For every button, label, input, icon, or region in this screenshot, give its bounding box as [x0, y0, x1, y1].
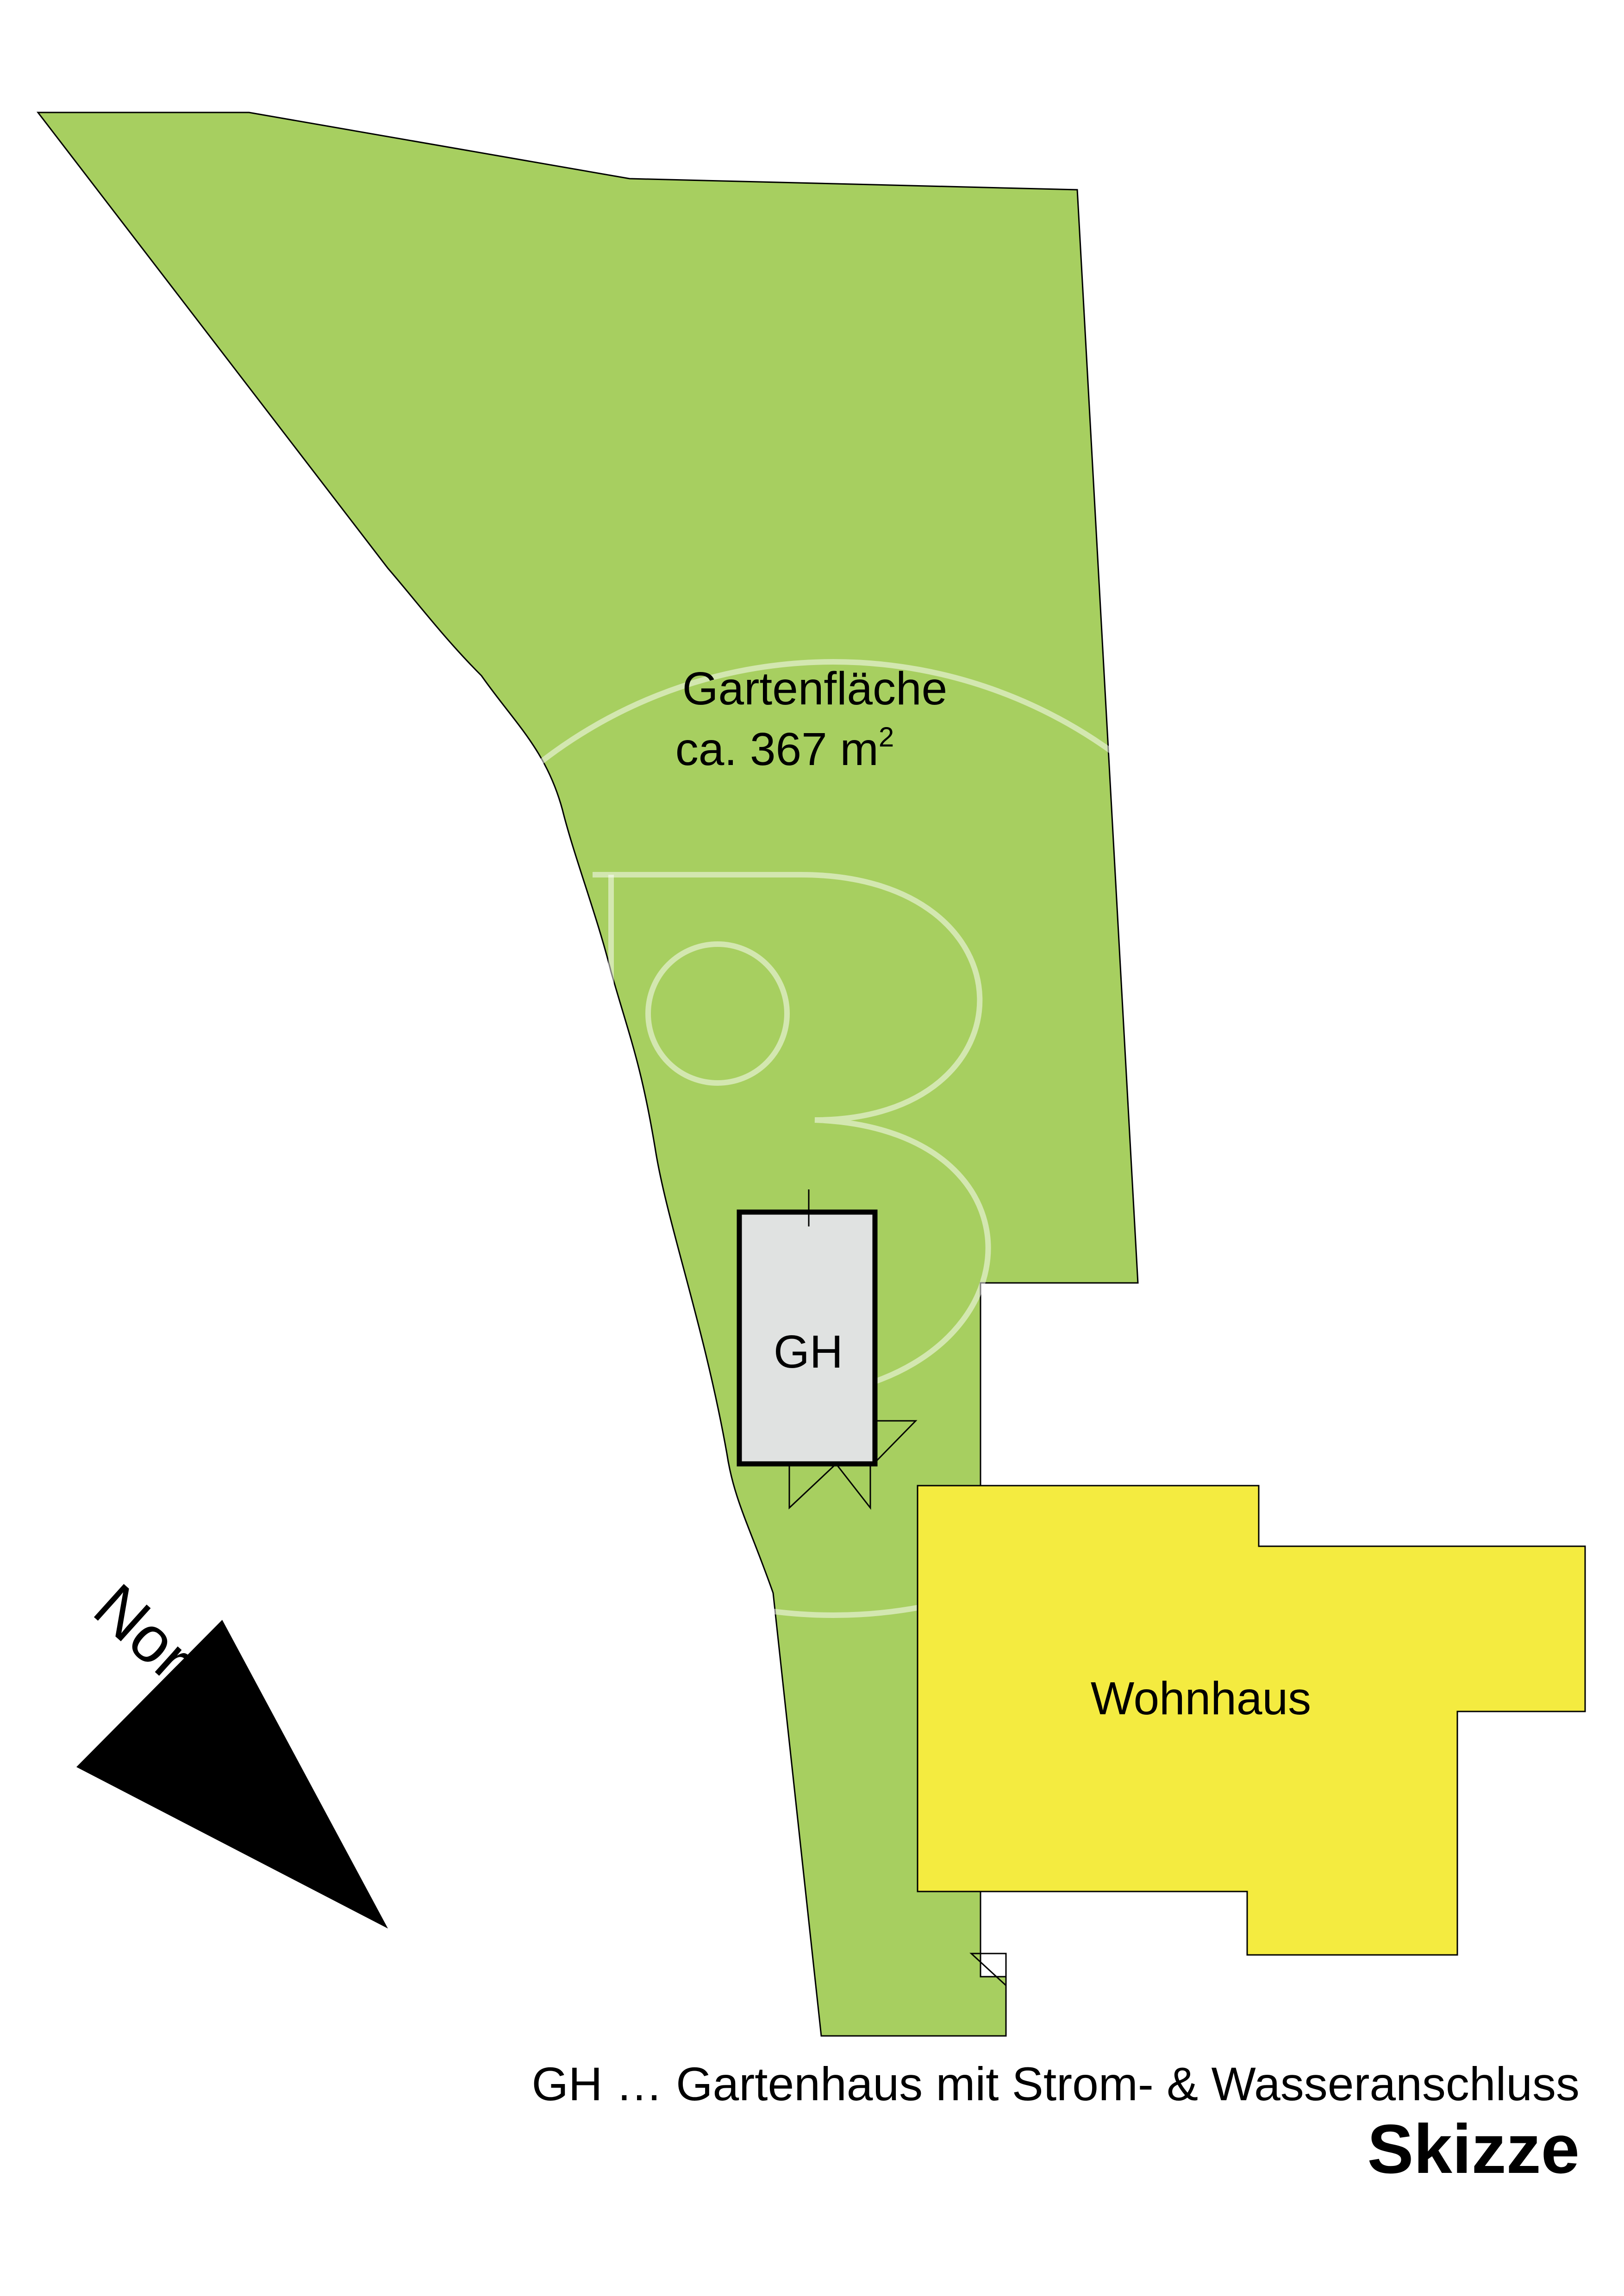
gardenhouse-label: GH: [774, 1326, 843, 1378]
house-label: Wohnhaus: [1091, 1673, 1311, 1724]
gardenhouse-footprint: [737, 1209, 878, 1467]
gardenhouse-door-symbols: [788, 1189, 1007, 1987]
sketch-title: Skizze: [1367, 2110, 1580, 2188]
watermark-logo: [354, 659, 1313, 1618]
north-arrow-icon: [76, 1620, 388, 1929]
garden-area: [36, 112, 1139, 2037]
garden-area-value: ca. 367 m: [675, 723, 879, 775]
house-footprint: [917, 1485, 1586, 1956]
garden-area-label: ca. 367 m2: [675, 722, 894, 775]
legend-text: GH … Gartenhaus mit Strom- & Wasseransch…: [531, 2058, 1580, 2110]
garden-label: Gartenfläche: [682, 663, 948, 715]
garden-area-exponent: 2: [879, 722, 894, 753]
